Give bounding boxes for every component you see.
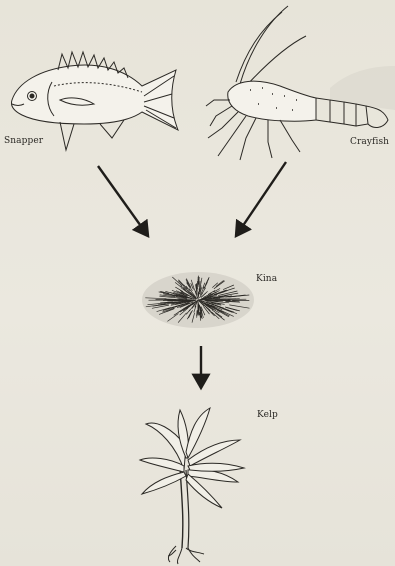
kina-spine	[198, 303, 199, 309]
arrow-snapper-to-kina	[98, 166, 148, 236]
kina-illustration	[142, 272, 254, 328]
background-rock	[330, 66, 395, 110]
kina-spine	[198, 292, 199, 299]
label-crayfish: Crayfish	[350, 137, 389, 147]
label-kelp: Kelp	[257, 410, 278, 420]
kelp-illustration	[140, 408, 244, 564]
kina-spine	[197, 310, 198, 316]
label-snapper: Snapper	[4, 136, 43, 146]
label-kina: Kina	[256, 274, 277, 284]
arrow-crayfish-to-kina	[236, 162, 286, 236]
